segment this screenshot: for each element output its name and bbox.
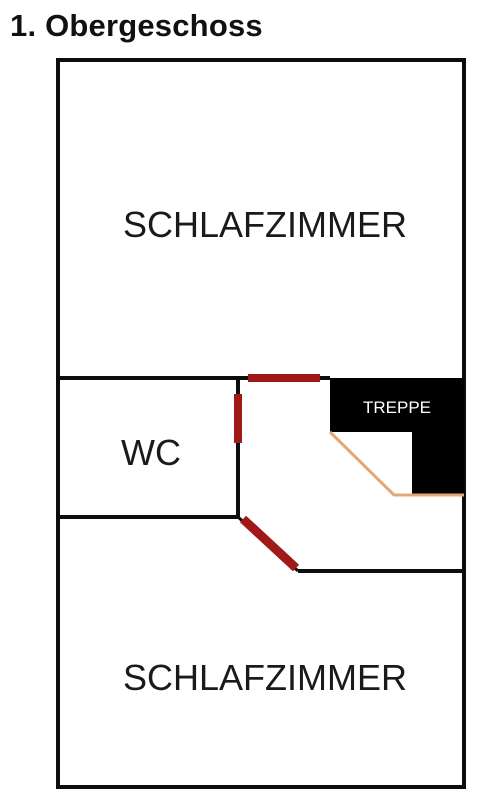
floor-title: 1. Obergeschoss <box>10 8 263 43</box>
room-label-wc: WC <box>121 432 181 473</box>
room-label-bedroom-top: SCHLAFZIMMER <box>123 204 407 245</box>
stairs-label: TREPPE <box>363 398 431 417</box>
staircase <box>330 378 464 495</box>
room-label-bedroom-bottom: SCHLAFZIMMER <box>123 657 407 698</box>
door-bedroom-bottom <box>239 515 300 572</box>
stair-landing-outline <box>328 430 464 497</box>
